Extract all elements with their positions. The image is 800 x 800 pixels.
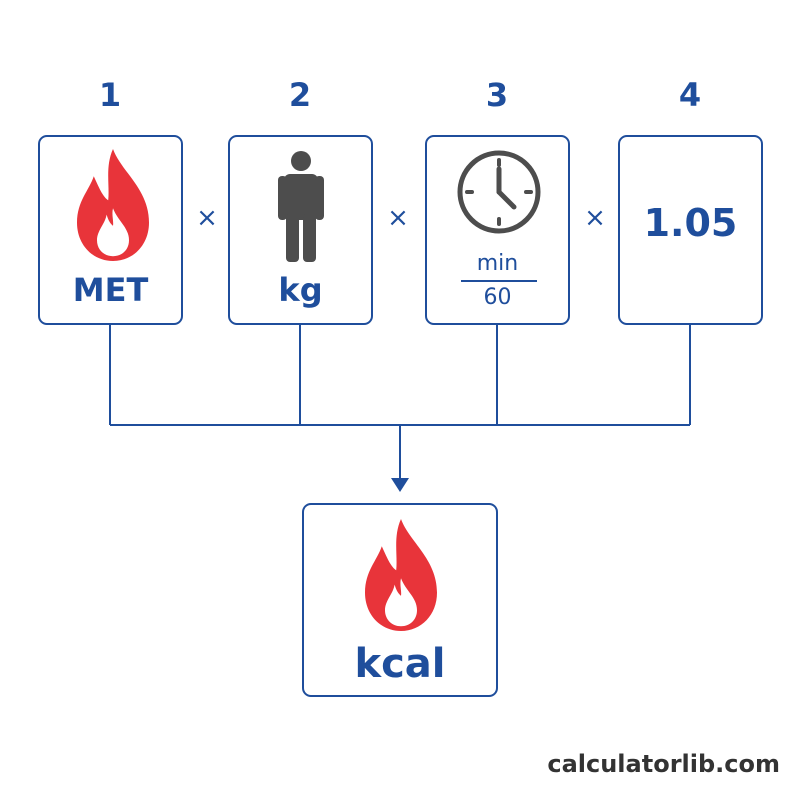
fraction-denominator: 60	[483, 285, 512, 310]
step-number-3: 3	[485, 76, 509, 114]
fraction-numerator: min	[476, 251, 519, 276]
step-number-2: 2	[288, 76, 312, 114]
person-icon	[278, 151, 324, 262]
flame-icon	[77, 149, 149, 261]
multiply-sign-3: ×	[584, 203, 606, 233]
result-card: kcal	[302, 503, 498, 697]
met-card: MET	[38, 135, 183, 325]
multiply-sign-2: ×	[387, 203, 409, 233]
step-number-1: 1	[98, 76, 122, 114]
step-number-4: 4	[678, 76, 702, 114]
time-card: min 60	[425, 135, 570, 325]
kg-label: kg	[278, 271, 323, 309]
down-arrow-icon	[391, 478, 409, 492]
multiply-sign-1: ×	[196, 203, 218, 233]
watermark-text: calculatorlib.com	[547, 750, 780, 778]
kg-card: kg	[228, 135, 373, 325]
fraction-bar	[461, 280, 537, 282]
factor-label: 1.05	[643, 201, 738, 245]
flame-icon	[365, 519, 437, 631]
met-label: MET	[72, 271, 149, 309]
factor-card: 1.05	[618, 135, 763, 325]
result-label: kcal	[354, 641, 446, 687]
clock-icon	[457, 150, 541, 234]
